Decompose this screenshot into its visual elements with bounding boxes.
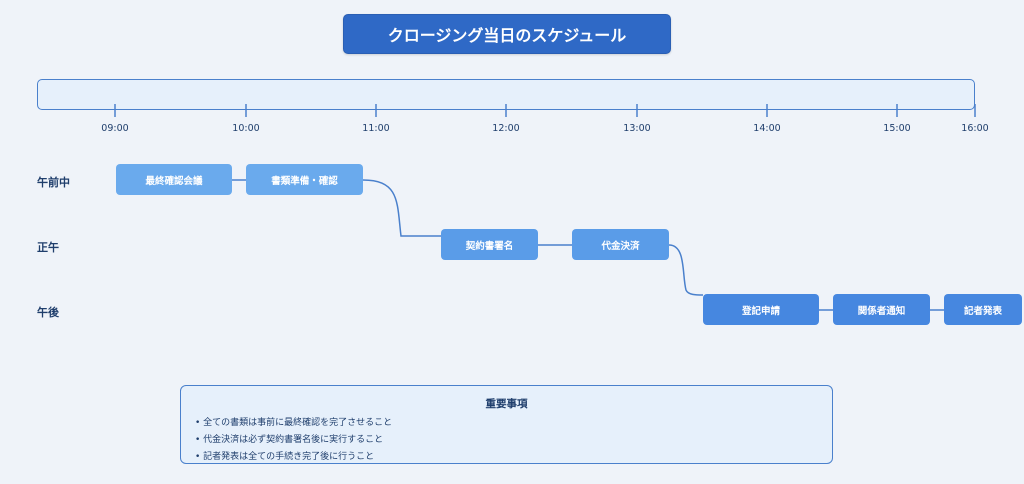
task-press-announcement[interactable]: 記者発表 (944, 294, 1022, 325)
task-payment-settlement[interactable]: 代金決済 (572, 229, 669, 260)
tick-label: 14:00 (753, 123, 781, 134)
note-item: 全ての書類は事前に最終確認を完了させること (195, 415, 392, 432)
row-label-afternoon: 午後 (37, 306, 59, 319)
notes-title: 重要事項 (485, 398, 528, 410)
task-document-preparation[interactable]: 書類準備・確認 (246, 164, 363, 195)
note-item: 記者発表は全ての手続き完了後に行うこと (195, 449, 392, 466)
page-title: クロージング当日のスケジュール (343, 14, 671, 54)
tick-label: 09:00 (101, 123, 129, 134)
tick-label: 13:00 (623, 123, 651, 134)
row-label-noon: 正午 (37, 241, 59, 254)
notes-list: 全ての書類は事前に最終確認を完了させること 代金決済は必ず契約書署名後に実行する… (195, 415, 392, 466)
task-final-review-meeting[interactable]: 最終確認会議 (116, 164, 232, 195)
tick-label: 15:00 (883, 123, 911, 134)
task-registration-application[interactable]: 登記申請 (703, 294, 819, 325)
tick-label: 16:00 (961, 123, 989, 134)
task-stakeholder-notification[interactable]: 関係者通知 (833, 294, 930, 325)
note-item: 代金決済は必ず契約書署名後に実行すること (195, 432, 392, 449)
tick-label: 11:00 (362, 123, 390, 134)
tick-label: 10:00 (232, 123, 260, 134)
important-notes-panel: 重要事項 全ての書類は事前に最終確認を完了させること 代金決済は必ず契約書署名後… (180, 385, 833, 464)
connector-2 (362, 179, 441, 237)
tick-label: 12:00 (492, 123, 520, 134)
task-contract-signing[interactable]: 契約書署名 (441, 229, 538, 260)
row-label-morning: 午前中 (37, 176, 70, 189)
connector-4 (668, 244, 704, 296)
